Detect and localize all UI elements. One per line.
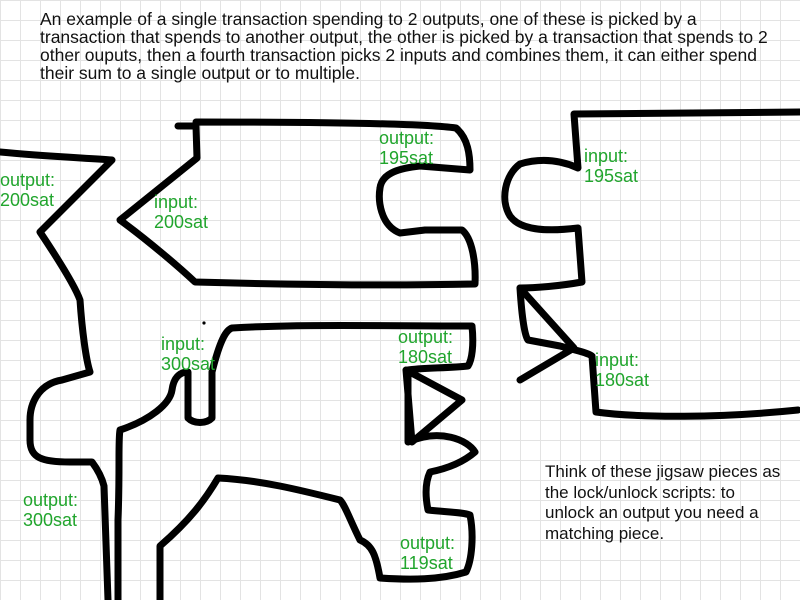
label-output-300: output: 300sat	[23, 490, 79, 530]
label-input-180: input: 180sat	[595, 350, 650, 390]
label-output-180: output: 180sat	[398, 327, 454, 367]
jigsaw-piece-top	[116, 118, 479, 289]
jigsaw-triangle-joint	[402, 366, 466, 446]
ink-dot	[202, 321, 206, 325]
label-input-195: input: 195sat	[584, 146, 639, 186]
label-output-195: output: 195sat	[379, 128, 435, 168]
explanation-note: Think of these jigsaw pieces as the lock…	[545, 462, 781, 543]
jigsaw-piece-right	[501, 108, 800, 420]
intro-paragraph: An example of a single transaction spend…	[40, 9, 768, 83]
label-output-200: output: 200sat	[0, 170, 56, 210]
jigsaw-piece-left	[0, 148, 116, 600]
jigsaw-notch-right	[516, 284, 578, 384]
label-input-300: input: 300sat	[161, 334, 216, 374]
jigsaw-piece-middle	[114, 322, 479, 600]
label-output-119: output: 119sat	[400, 533, 456, 573]
label-input-200: input: 200sat	[154, 192, 209, 232]
